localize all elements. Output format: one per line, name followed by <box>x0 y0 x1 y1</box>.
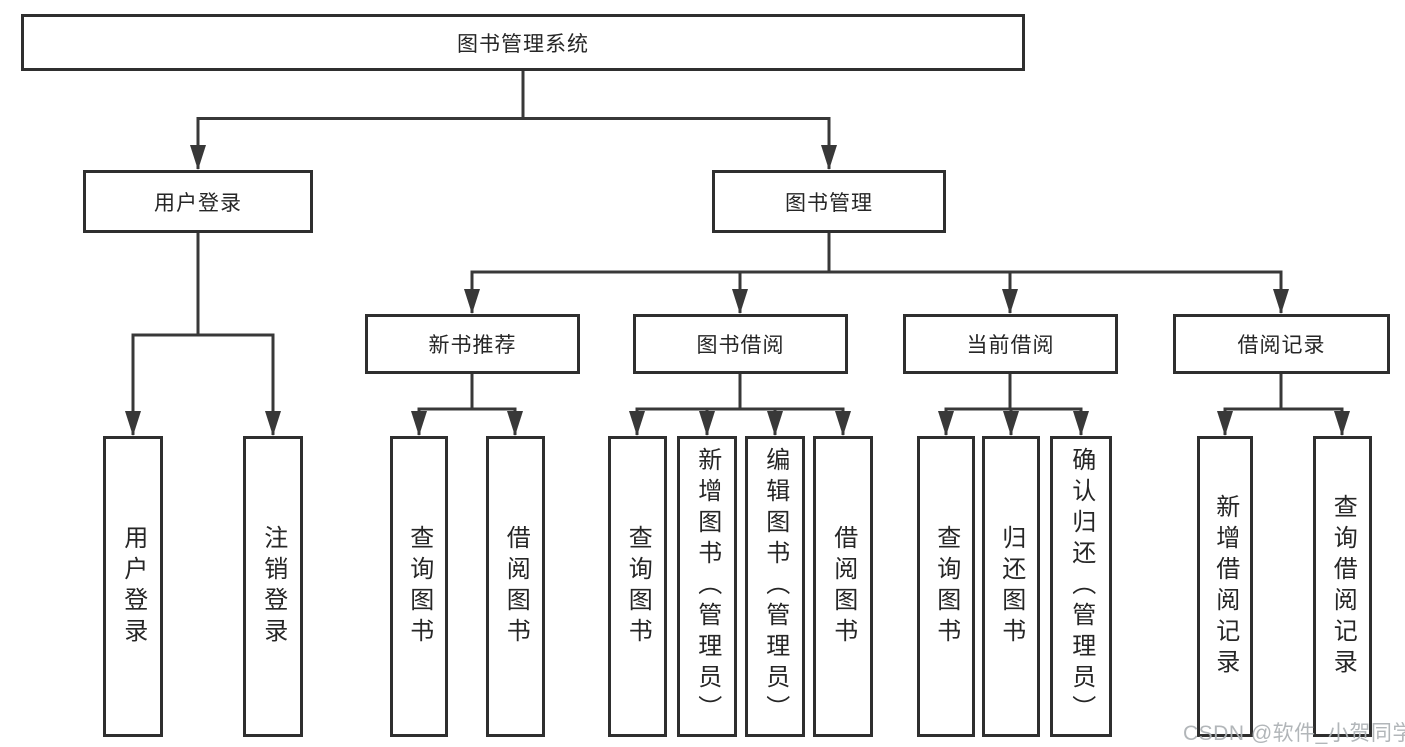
leaf-borrow-books: 借阅图书 <box>813 436 873 737</box>
leaf-label: 查询图书 <box>405 524 433 649</box>
leaf-label: 归还图书 <box>997 524 1025 649</box>
leaf-borrow-books: 借阅图书 <box>486 436 545 737</box>
node-book-borrow: 图书借阅 <box>633 314 848 374</box>
leaf-label: 查询图书 <box>624 524 652 649</box>
leaf-query-books: 查询图书 <box>390 436 448 737</box>
leaf-label: 注销登录 <box>259 524 287 649</box>
leaf-label: 用户登录 <box>119 524 147 649</box>
csdn-watermark: CSDN @软件_小贺同学 <box>1183 722 1405 745</box>
node-user-login: 用户登录 <box>83 170 313 233</box>
node-borrow-records: 借阅记录 <box>1173 314 1390 374</box>
leaf-label: 新增借阅记录 <box>1211 493 1239 680</box>
leaf-label: 确认归还（管理员） <box>1067 447 1095 726</box>
leaf-label: 借阅图书 <box>829 524 857 649</box>
leaf-query-borrow-record: 查询借阅记录 <box>1313 436 1372 737</box>
leaf-return-book: 归还图书 <box>982 436 1040 737</box>
leaf-add-book-admin: 新增图书（管理员） <box>677 436 737 737</box>
node-current-borrow: 当前借阅 <box>903 314 1118 374</box>
leaf-confirm-return-admin: 确认归还（管理员） <box>1050 436 1112 737</box>
node-library-management-system: 图书管理系统 <box>21 14 1025 71</box>
leaf-label: 借阅图书 <box>502 524 530 649</box>
leaf-label: 查询图书 <box>932 524 960 649</box>
leaf-label: 编辑图书（管理员） <box>761 447 789 726</box>
leaf-query-books: 查询图书 <box>608 436 667 737</box>
leaf-query-books: 查询图书 <box>917 436 975 737</box>
node-new-book-recommend: 新书推荐 <box>365 314 580 374</box>
leaf-edit-book-admin: 编辑图书（管理员） <box>745 436 805 737</box>
leaf-user-login: 用户登录 <box>103 436 163 737</box>
leaf-label: 新增图书（管理员） <box>693 447 721 726</box>
node-book-management: 图书管理 <box>712 170 946 233</box>
leaf-add-borrow-record: 新增借阅记录 <box>1197 436 1253 737</box>
leaf-logout: 注销登录 <box>243 436 303 737</box>
leaf-label: 查询借阅记录 <box>1329 493 1357 680</box>
